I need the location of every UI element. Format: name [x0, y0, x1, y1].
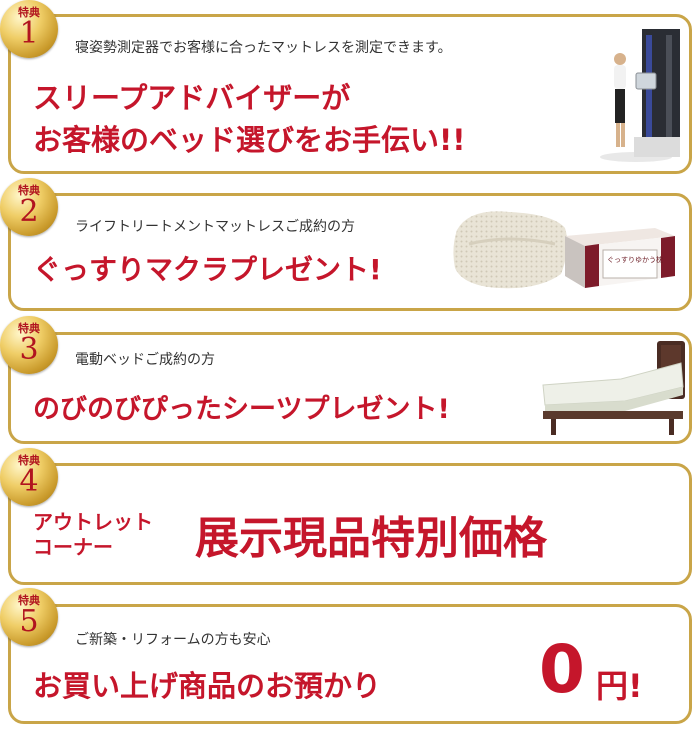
benefit-1-badge: 特典 1 [0, 0, 58, 58]
benefit-card-1: 寝姿勢測定器でお客様に合ったマットレスを測定できます。 スリープアドバイザーが … [8, 14, 692, 174]
benefit-3-subtitle: 電動ベッドご成約の方 [75, 352, 215, 368]
benefit-1-number: 1 [19, 16, 39, 51]
outlet-line2: コーナー [33, 535, 113, 559]
benefit-5-suffix: 円! [596, 667, 643, 705]
benefit-4-badge-label: 特典 [18, 454, 40, 467]
benefit-2-badge: 特典 2 [0, 178, 58, 236]
benefit-4-badge: 特典 4 [0, 448, 58, 506]
benefit-card-5: ご新築・リフォームの方も安心 お買い上げ商品のお預かり 0 円! [8, 604, 692, 724]
benefit-3-headline: のびのびぴったシーツプレゼント! [33, 394, 450, 425]
benefit-1-headline-line2: お客様のベッド選びをお手伝い!! [33, 123, 466, 157]
benefit-2-number: 2 [19, 194, 39, 229]
benefit-3-badge: 特典 3 [0, 316, 58, 374]
benefit-5-badge-label: 特典 [18, 594, 40, 607]
benefit-5-badge: 特典 5 [0, 588, 58, 646]
benefit-card-4: アウトレット コーナー 展示現品特別価格 [8, 463, 692, 585]
measuring-station-image [600, 29, 680, 162]
electric-bed-image [542, 341, 685, 435]
pillow-image [453, 211, 568, 289]
benefit-5-big-number: 0 [539, 631, 585, 708]
benefit-1-subtitle: 寝姿勢測定器でお客様に合ったマットレスを測定できます。 [75, 40, 452, 56]
benefit-2-subtitle: ライフトリートメントマットレスご成約の方 [75, 219, 355, 235]
benefit-1-badge-label: 特典 [18, 6, 40, 19]
benefit-3-badge-label: 特典 [18, 322, 40, 335]
benefit-2-badge-label: 特典 [18, 184, 40, 197]
benefit-2-headline: ぐっすりマクラプレゼント! [33, 253, 382, 286]
benefit-1-headline-line1: スリープアドバイザーが [33, 81, 351, 115]
benefit-card-3: 電動ベッドご成約の方 のびのびぴったシーツプレゼント! [8, 332, 692, 444]
pillow-box-image: ぐっすりゆかう枕 [565, 228, 675, 288]
benefit-card-2: ライフトリートメントマットレスご成約の方 ぐっすりマクラプレゼント! ぐっすりゆ… [8, 193, 692, 311]
benefit-5-headline: お買い上げ商品のお預かり [33, 669, 382, 703]
benefit-5-number: 5 [19, 604, 39, 639]
outlet-corner-label: アウトレット コーナー [33, 510, 193, 560]
pillow-box-label: ぐっすりゆかう枕 [607, 255, 663, 264]
benefit-5-subtitle: ご新築・リフォームの方も安心 [75, 632, 271, 648]
benefit-4-headline: 展示現品特別価格 [195, 513, 547, 564]
outlet-line1: アウトレット [33, 510, 153, 534]
benefit-4-number: 4 [19, 464, 39, 499]
benefit-3-number: 3 [19, 332, 39, 367]
